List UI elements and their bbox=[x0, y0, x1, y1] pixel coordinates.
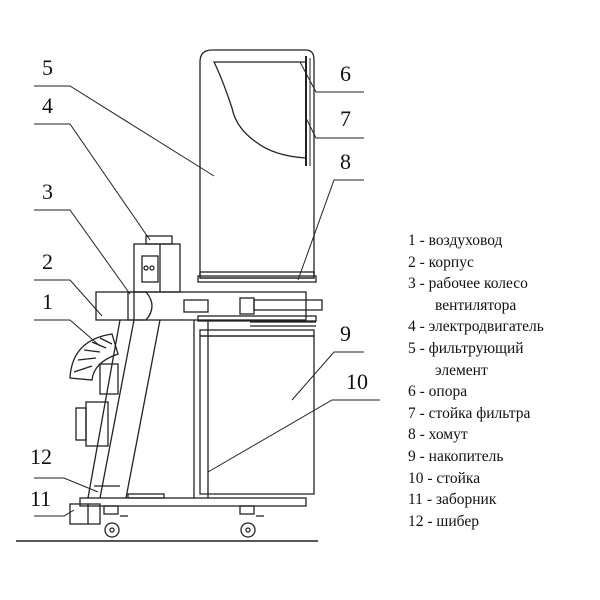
legend-item-7: 7 - стойка фильтра bbox=[408, 404, 531, 422]
parts-legend: 1 - воздуховод 2 - корпус 3 - рабочее ко… bbox=[408, 230, 598, 532]
legend-item-1: 1 - воздуховод bbox=[408, 232, 503, 249]
legend-item-5: 5 - фильтрующий bbox=[408, 339, 524, 357]
inlet-pipe bbox=[75, 401, 109, 447]
callout-11: 11 bbox=[30, 486, 51, 511]
legend-item-12: 12 - шибер bbox=[408, 512, 479, 530]
legend-item-6: 6 - опора bbox=[408, 383, 468, 401]
legend-item-3: 3 - рабочее колесо bbox=[408, 275, 528, 293]
fan-impeller bbox=[127, 291, 153, 321]
filter-stand bbox=[305, 56, 311, 166]
callout-numbers: 1 2 3 4 5 6 7 8 9 10 11 12 bbox=[30, 55, 368, 511]
housing bbox=[95, 291, 323, 327]
legend-item-3-cont: вентилятора bbox=[435, 296, 517, 314]
intake bbox=[69, 503, 101, 525]
callout-1: 1 bbox=[42, 289, 53, 314]
collection-bag bbox=[199, 329, 315, 495]
callout-6: 6 bbox=[340, 61, 351, 86]
caster-wheels bbox=[103, 505, 264, 538]
legend-item-2: 2 - корпус bbox=[408, 253, 474, 271]
electric-motor bbox=[133, 235, 181, 293]
callout-5: 5 bbox=[42, 55, 53, 80]
legend-item-8: 8 - хомут bbox=[408, 426, 468, 444]
legend-item-9: 9 - накопитель bbox=[408, 447, 504, 465]
callout-2: 2 bbox=[42, 249, 53, 274]
callout-8: 8 bbox=[340, 149, 351, 174]
legend-item-4: 4 - электродвигатель bbox=[408, 318, 544, 336]
frame bbox=[87, 319, 209, 499]
clamp bbox=[197, 275, 317, 322]
legend-item-10: 10 - стойка bbox=[408, 469, 481, 487]
callout-7: 7 bbox=[340, 106, 351, 131]
callout-10: 10 bbox=[346, 369, 368, 394]
legend-item-5-cont: элемент bbox=[435, 361, 488, 379]
callout-12: 12 bbox=[30, 444, 52, 469]
base-stand bbox=[79, 493, 307, 507]
callout-9: 9 bbox=[340, 321, 351, 346]
callout-4: 4 bbox=[42, 93, 53, 118]
leader-lines bbox=[34, 61, 380, 517]
legend-item-11: 11 - заборник bbox=[408, 491, 497, 509]
air-duct bbox=[69, 333, 119, 395]
callout-3: 3 bbox=[42, 179, 53, 204]
filter-element bbox=[199, 49, 315, 279]
